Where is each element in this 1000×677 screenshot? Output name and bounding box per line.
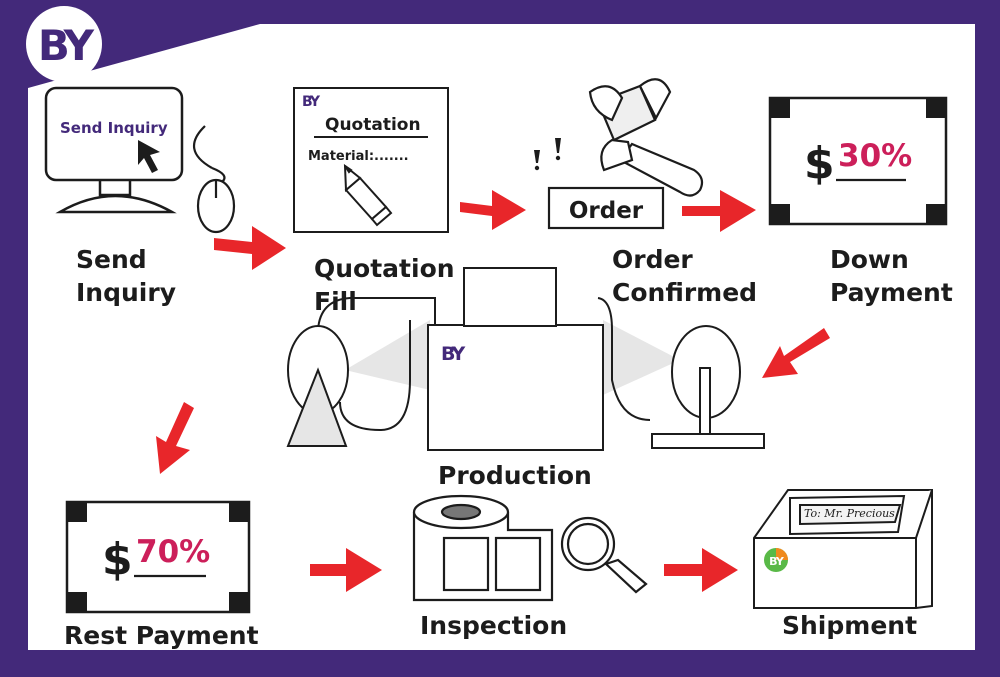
shipping-address: To: Mr. Precious — [804, 507, 895, 520]
brand-logo: BY — [26, 6, 102, 82]
shipment-label: Shipment — [782, 611, 918, 640]
shipment-logo: BY — [764, 548, 788, 572]
down-payment-label: Down Payment — [830, 245, 953, 307]
down-payment-percent: 30% — [838, 138, 912, 174]
arrow-icon — [156, 190, 830, 592]
exclamation-icon — [534, 138, 561, 171]
rest-payment-currency: $ — [102, 534, 133, 585]
inspection-label: Inspection — [420, 611, 568, 640]
banknote-icon: $ 30% — [768, 96, 948, 226]
rest-payment-label: Rest Payment — [64, 621, 259, 650]
magnifier-icon — [560, 516, 648, 594]
label-roll-icon — [412, 494, 554, 602]
box-icon — [753, 489, 933, 609]
gavel-icon — [588, 78, 704, 197]
quotation-field: Material:....... — [308, 149, 409, 164]
quotation-logo: BY — [302, 94, 321, 110]
down-payment-currency: $ — [804, 138, 835, 189]
machine-logo: BY — [441, 343, 465, 365]
quotation-title: Quotation — [325, 115, 421, 135]
brand-logo-text: BY — [38, 21, 95, 70]
shipment-logo-text: BY — [769, 555, 785, 568]
production-label: Production — [438, 461, 592, 490]
banknote-icon: $ 70% — [65, 500, 251, 614]
send-inquiry-label: Send Inquiry — [76, 245, 176, 307]
rest-payment-percent: 70% — [136, 534, 210, 570]
pencil-icon — [343, 163, 393, 227]
mouse-icon — [193, 125, 236, 234]
quotation-document: BY Quotation Material:....... — [293, 87, 449, 233]
order-sign-text: Order — [569, 198, 644, 224]
cursor-icon — [138, 140, 160, 173]
order-confirmed-label: Order Confirmed — [612, 245, 758, 307]
screen-text: Send Inquiry — [60, 119, 168, 137]
machine-icon: BY — [286, 267, 765, 451]
order-sign: Order — [547, 186, 665, 230]
quotation-fill-label: Quotation Fill — [314, 254, 455, 316]
